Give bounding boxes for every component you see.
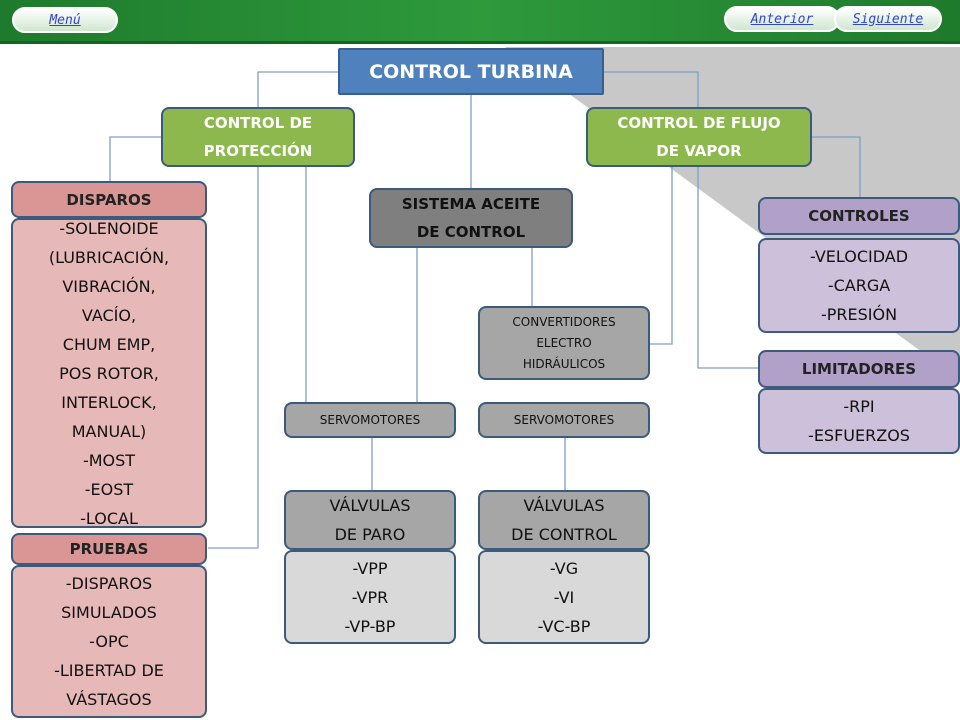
- converters-box: CONVERTIDORES ELECTRO HIDRÁULICOS: [478, 306, 650, 380]
- previous-button[interactable]: Anterior: [724, 6, 840, 32]
- next-button[interactable]: Siguiente: [834, 6, 942, 32]
- stop-valves-header: VÁLVULAS DE PARO: [284, 490, 456, 550]
- protection-control-box: CONTROL DE PROTECCIÓN: [161, 107, 355, 167]
- tests-header: PRUEBAS: [11, 533, 207, 565]
- oil-system-box: SISTEMA ACEITE DE CONTROL: [369, 188, 573, 248]
- stop-valves-list: -VPP -VPR -VP-BP: [284, 550, 456, 644]
- servo-right-box: SERVOMOTORES: [478, 402, 650, 438]
- controls-list: -VELOCIDAD -CARGA -PRESIÓN: [758, 238, 960, 333]
- limiters-list: -RPI -ESFUERZOS: [758, 388, 960, 454]
- trips-header: DISPAROS: [11, 181, 207, 218]
- control-valves-header: VÁLVULAS DE CONTROL: [478, 490, 650, 550]
- trips-list: -SOLENOIDE (LUBRICACIÓN, VIBRACIÓN, VACÍ…: [11, 218, 207, 528]
- servo-left-box: SERVOMOTORES: [284, 402, 456, 438]
- control-valves-list: -VG -VI -VC-BP: [478, 550, 650, 644]
- limiters-header: LIMITADORES: [758, 350, 960, 388]
- steam-flow-control-box: CONTROL DE FLUJO DE VAPOR: [586, 107, 812, 167]
- control-turbina-box: CONTROL TURBINA: [338, 48, 604, 95]
- controls-header: CONTROLES: [758, 197, 960, 235]
- menu-button[interactable]: Menú: [12, 7, 118, 33]
- tests-list: -DISPAROS SIMULADOS -OPC -LIBERTAD DE VÁ…: [11, 565, 207, 718]
